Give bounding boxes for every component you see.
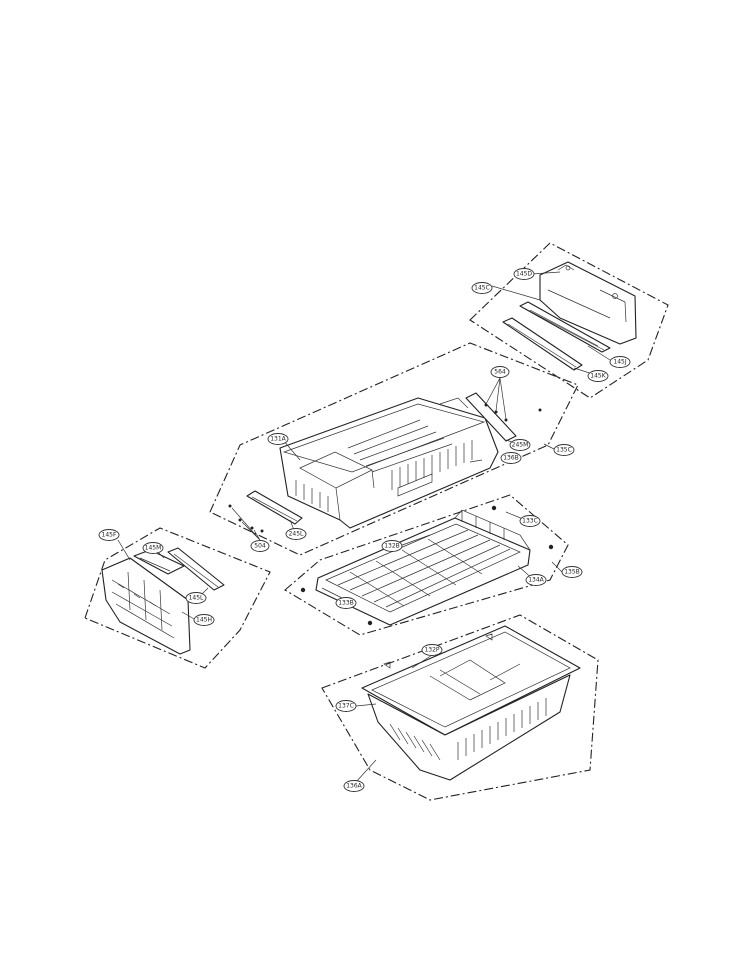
svg-text:245L: 245L [289,531,304,538]
label-136A: 136A [343,780,365,792]
label-134A: 134A [525,574,547,586]
lower-drawer-group [321,614,599,801]
svg-text:145M: 145M [145,545,162,552]
rail-assembly-group [469,242,669,399]
svg-text:145H: 145H [196,617,212,624]
svg-text:145K: 145K [590,373,606,380]
svg-text:145F: 145F [102,532,117,539]
svg-text:504: 504 [254,543,266,550]
label-145M: 145M [142,542,164,554]
label-133C: 133C [519,515,541,527]
svg-text:133B: 133B [338,600,354,607]
svg-text:564: 564 [494,369,506,376]
svg-text:145D: 145D [516,271,532,278]
label-145C: 145C [471,282,493,294]
label-135C: 135C [553,444,575,456]
label-132P: 132P [421,644,443,656]
label-131A: 131A [267,433,289,445]
svg-text:145L: 145L [189,595,204,602]
svg-text:131A: 131A [270,436,286,443]
svg-text:133C: 133C [522,518,538,525]
label-145K: 145K [587,370,609,382]
svg-text:136B: 136B [503,455,519,462]
svg-text:136A: 136A [346,783,362,790]
label-145L: 145L [185,592,207,604]
svg-text:245M: 245M [512,442,529,449]
middle-tray-group [284,494,569,636]
part-labels: 145C 145D 145J 145K 564 245M 136B 135C 1… [98,268,631,792]
upper-basket-group [209,342,579,556]
svg-text:135B: 135B [564,569,580,576]
label-564: 564 [490,366,510,378]
svg-text:137C: 137C [338,703,354,710]
label-145H: 145H [193,614,215,626]
label-132B: 132B [381,540,403,552]
label-135B: 135B [561,566,583,578]
label-145F: 145F [98,529,120,541]
label-245M: 245M [509,439,531,451]
svg-text:135C: 135C [556,447,572,454]
label-137C: 137C [335,700,357,712]
svg-text:145C: 145C [474,285,490,292]
label-145J: 145J [609,356,631,368]
left-cover-group [84,527,271,669]
svg-text:132P: 132P [424,647,439,654]
svg-text:132B: 132B [384,543,400,550]
svg-text:145J: 145J [613,359,626,366]
label-136B: 136B [500,452,522,464]
label-145D: 145D [513,268,535,280]
label-133B: 133B [335,597,357,609]
label-245L: 245L [285,528,307,540]
svg-text:134A: 134A [528,577,544,584]
label-504: 504 [250,540,270,552]
